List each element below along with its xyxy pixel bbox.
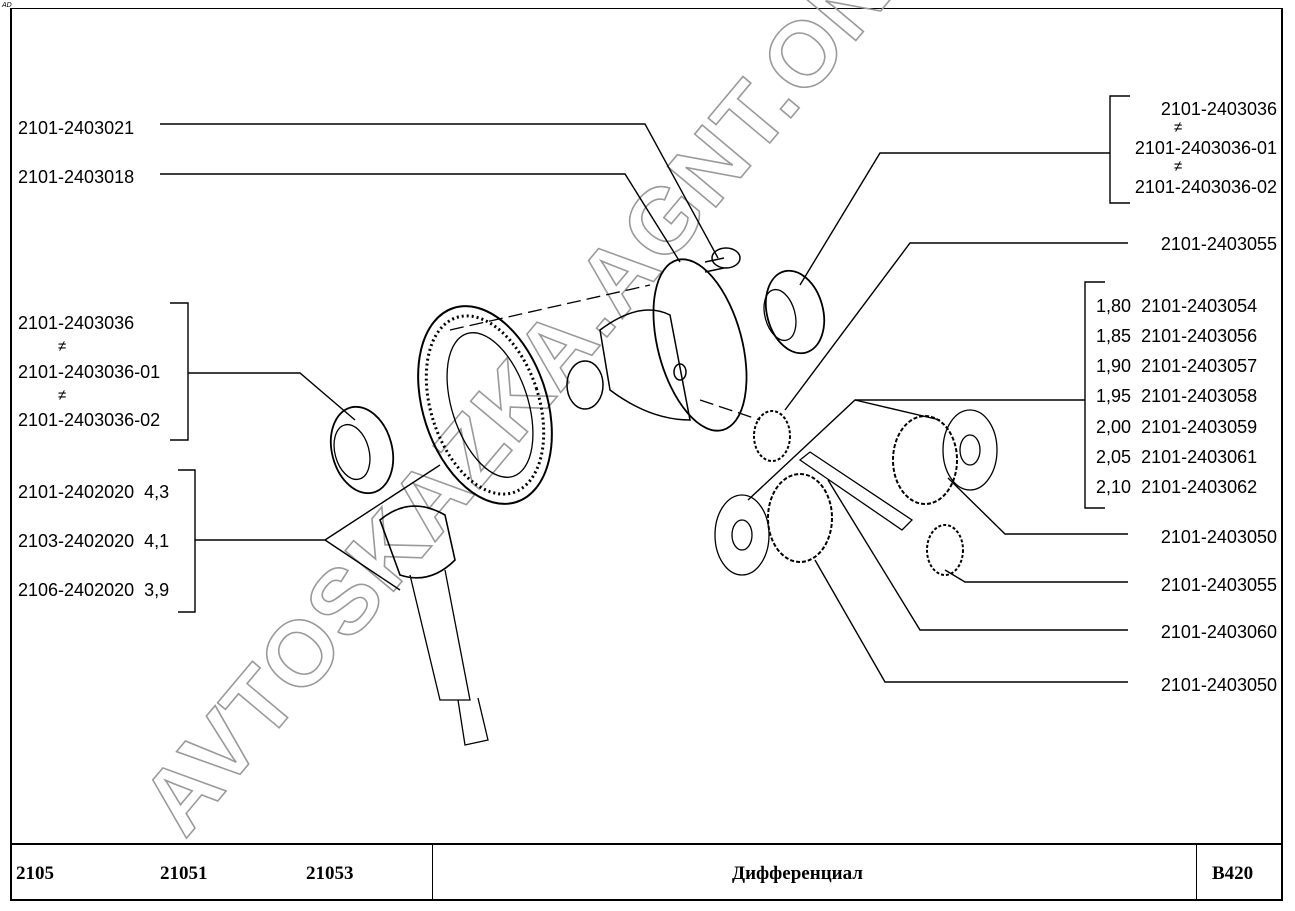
shim-thickness: 1,85	[1096, 326, 1132, 346]
drawing-frame	[10, 8, 1283, 901]
right-bearing	[763, 269, 826, 355]
part-number: 2106-2402020	[18, 580, 135, 600]
side-gear-right	[892, 415, 958, 505]
label-left-bearing-2: 2101-2403036-02	[18, 410, 161, 430]
label-satellite-bottom: 2101-2403055	[1160, 575, 1277, 595]
label-right-bearing-0: 2101-2403036	[1160, 99, 1277, 119]
shim-row: 1,90 2101-2403057	[1096, 356, 1257, 376]
brackets	[170, 95, 1130, 613]
label-left-bearing-0: 2101-2403036	[18, 313, 135, 333]
gear-ratio: 4,3	[144, 482, 170, 502]
shim-washers	[714, 409, 998, 576]
label-side-gear-bottom: 2101-2403050	[1160, 675, 1277, 695]
side-gear-left	[767, 473, 833, 563]
satellite-axle	[798, 451, 914, 531]
model-2105: 2105	[16, 863, 54, 884]
model-21053: 21053	[306, 863, 354, 884]
label-right-bearing-1: 2101-2403036-01	[1134, 138, 1277, 158]
page-code: B420	[1212, 863, 1254, 884]
satellite-gear-top	[753, 410, 791, 462]
differential-case	[566, 247, 748, 432]
title-block: 2105 21051 21053 Дифференциал B420	[10, 843, 1283, 901]
shim-row: 2,00 2101-2403059	[1096, 417, 1257, 437]
label-satellite-top: 2101-2403055	[1160, 234, 1277, 254]
label-axle: 2101-2403060	[1160, 622, 1277, 642]
shim-row: 1,95 2101-2403058	[1096, 386, 1257, 406]
drive-pinion	[379, 505, 489, 746]
shim-row: 2,05 2101-2403061	[1096, 447, 1257, 467]
label-right-bearing-2: 2101-2403036-02	[1134, 177, 1277, 197]
shim-row: 1,80 2101-2403054	[1096, 296, 1257, 316]
part-number: 2101-2403057	[1141, 356, 1258, 376]
part-number: 2101-2403054	[1141, 296, 1258, 316]
ring-gear	[417, 305, 553, 505]
gear-ratio: 4,1	[144, 531, 170, 551]
label-gearset-2: 2106-2402020 3,9	[18, 580, 169, 600]
part-number: 2101-2403058	[1141, 386, 1258, 406]
assembly-axis	[699, 399, 761, 421]
divider	[1196, 845, 1197, 901]
part-number: 2103-2402020	[18, 531, 135, 551]
shim-row: 1,85 2101-2403056	[1096, 326, 1257, 346]
shim-thickness: 1,90	[1096, 356, 1132, 376]
shim-thickness: 2,05	[1096, 447, 1132, 467]
label-gearset-1: 2103-2402020 4,1	[18, 531, 169, 551]
assembly-axis	[449, 284, 651, 331]
svg-text:AVTOSKAZKA.AGNT.ONLINE: AVTOSKAZKA.AGNT.ONLINE	[122, 0, 1051, 853]
not-equal-sign: ≠	[58, 338, 67, 355]
page-title: Дифференциал	[732, 863, 863, 884]
part-number: 2101-2403056	[1141, 326, 1258, 346]
watermark: AVTOSKAZKA.AGNT.ONLINE	[121, 0, 1051, 854]
not-equal-sign: ≠	[1174, 119, 1183, 136]
corner-mark: AD	[2, 2, 12, 9]
part-number: 2101-2402020	[18, 482, 135, 502]
label-side-gear-top: 2101-2403050	[1160, 527, 1277, 547]
part-number: 2101-2403062	[1141, 477, 1258, 497]
label-bolt: 2101-2403021	[18, 118, 135, 138]
part-number: 2101-2403059	[1141, 417, 1258, 437]
label-case: 2101-2403018	[18, 167, 135, 187]
model-21051: 21051	[160, 863, 208, 884]
label-left-bearing-1: 2101-2403036-01	[18, 362, 161, 382]
not-equal-sign: ≠	[1174, 158, 1183, 175]
shim-thickness: 1,80	[1096, 296, 1132, 316]
left-bearing	[329, 405, 395, 495]
shim-thickness: 2,00	[1096, 417, 1132, 437]
not-equal-sign: ≠	[58, 387, 67, 404]
gear-ratio: 3,9	[144, 580, 170, 600]
shim-thickness: 2,10	[1096, 477, 1132, 497]
divider	[432, 845, 433, 901]
satellite-gear-bottom	[926, 524, 964, 576]
label-gearset-0: 2101-2402020 4,3	[18, 482, 169, 502]
part-number: 2101-2403061	[1141, 447, 1258, 467]
shim-thickness: 1,95	[1096, 386, 1132, 406]
shim-row: 2,10 2101-2403062	[1096, 477, 1257, 497]
